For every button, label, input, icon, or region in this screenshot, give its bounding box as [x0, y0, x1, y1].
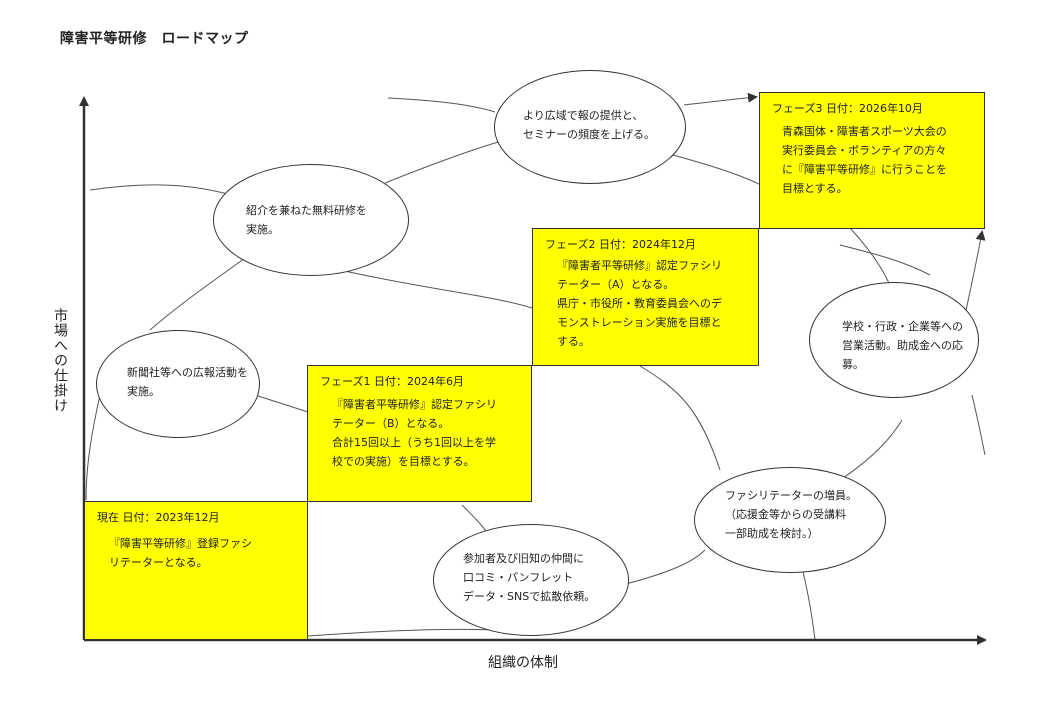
- bubble-press-outreach: 新聞社等への広報活動を 実施。: [96, 330, 260, 438]
- bubble-text-line: 実施。: [127, 385, 160, 398]
- curve-bubble2-to-bubble3: [384, 139, 506, 184]
- bubble-free-training: 紹介を兼ねた無料研修を 実施。: [213, 164, 409, 276]
- phase-2: フェーズ2 日付：2024年12月 『障害者平等研修』認定ファシリ テーター（A…: [532, 228, 759, 366]
- curve-bubble6-to-bubble5: [621, 549, 706, 586]
- phase-text-line: 青森国体・障害者スポーツ大会の: [782, 125, 947, 138]
- curve-bubble3-in: [387, 97, 496, 113]
- phase-text-line: 『障害者平等研修』認定ファシリ: [557, 259, 722, 272]
- bubble-text-line: 一部助成を検討。）: [725, 527, 819, 540]
- phase-text-line: 『障害平等研修』登録ファシ: [109, 537, 252, 550]
- curve-left-lower: [85, 394, 101, 501]
- phase-text-line: に『障害平等研修』に行うことを: [782, 163, 947, 176]
- bubble-text-line: より広域で報の提供と、: [523, 109, 644, 122]
- bubble-text-line: 新聞社等への広報活動を: [127, 366, 248, 379]
- phase-text-line: 校での実施）を目標とする。: [332, 455, 475, 468]
- curve-right-lower: [971, 394, 986, 456]
- curve-bubble2-down: [339, 269, 533, 309]
- bubble-text-line: データ・SNSで拡散依頼。: [463, 590, 596, 603]
- phase-title: フェーズ3 日付：2026年10月: [772, 102, 923, 115]
- curve-to-phase3-arrow: [683, 92, 758, 106]
- page-title: 障害平等研修 ロードマップ: [60, 31, 249, 47]
- bubble-text-line: 営業活動。助成金への応: [842, 339, 963, 352]
- bubble-text-line: 学校・行政・企業等への: [842, 320, 963, 333]
- phase-title: 現在 日付：2023年12月: [97, 511, 220, 524]
- phase-text-line: する。: [557, 335, 590, 348]
- phase-text-line: テーター（A）となる。: [557, 278, 675, 291]
- phase-current: 現在 日付：2023年12月 『障害平等研修』登録ファシ リテーターとなる。: [84, 501, 308, 640]
- bubble-text-line: 紹介を兼ねた無料研修を: [246, 204, 367, 217]
- bubble-wider-seminars: より広域で報の提供と、 セミナーの頻度を上げる。: [494, 70, 686, 184]
- phase-text-line: 合計15回以上（うち1回以上を学: [332, 436, 496, 449]
- curve-phase2-down: [639, 365, 721, 471]
- curve-bubble5-to-bubble4: [839, 419, 903, 481]
- bubble-sales-activity: 学校・行政・企業等への 営業活動。助成金への応 募。: [809, 282, 979, 398]
- bubble-text-line: 実施。: [246, 223, 279, 236]
- phase-3: フェーズ3 日付：2026年10月 青森国体・障害者スポーツ大会の 実行委員会・…: [759, 92, 985, 229]
- bubble-text-line: セミナーの頻度を上げる。: [523, 128, 655, 141]
- phase-text-line: 『障害者平等研修』認定ファシリ: [332, 398, 497, 411]
- x-axis-label: 組織の体制: [488, 655, 558, 671]
- bubble-text-line: 参加者及び旧知の仲間に: [463, 552, 584, 565]
- bubble-text-line: ファシリテーターの増員。: [725, 489, 857, 502]
- phase-title: フェーズ1 日付：2024年6月: [320, 375, 464, 388]
- phase-text-line: モンストレーション実施を目標と: [557, 316, 722, 329]
- phase-text-line: テーター（B）となる。: [332, 417, 450, 430]
- phase-1: フェーズ1 日付：2024年6月 『障害者平等研修』認定ファシリ テーター（B）…: [307, 365, 532, 502]
- curve-bubble1-to-phase1: [254, 394, 309, 413]
- bubble-text-line: （応援金等からの受講料: [725, 508, 846, 521]
- phase-text-line: 県庁・市役所・教育委員会へのデ: [557, 297, 722, 310]
- phase-text-line: 実行委員会・ボランティアの方々: [782, 144, 947, 157]
- phase-title: フェーズ2 日付：2024年12月: [545, 238, 696, 251]
- phase-text-line: リテーターとなる。: [109, 556, 208, 569]
- bubble-text-line: 募。: [842, 358, 864, 371]
- bubble-facilitator-increase: ファシリテーターの増員。 （応援金等からの受講料 一部助成を検討。）: [694, 467, 886, 573]
- curve-bubble3-out: [672, 154, 771, 191]
- phase-text-line: 目標とする。: [782, 182, 848, 195]
- curve-bubble1-to-bubble2: [149, 257, 246, 331]
- bubble-text-line: 口コミ・パンフレット: [463, 571, 574, 584]
- y-axis-label: 市場への仕掛け: [52, 308, 68, 413]
- bubble-word-of-mouth: 参加者及び旧知の仲間に 口コミ・パンフレット データ・SNSで拡散依頼。: [433, 524, 629, 636]
- curve-phase3-mid: [839, 244, 931, 276]
